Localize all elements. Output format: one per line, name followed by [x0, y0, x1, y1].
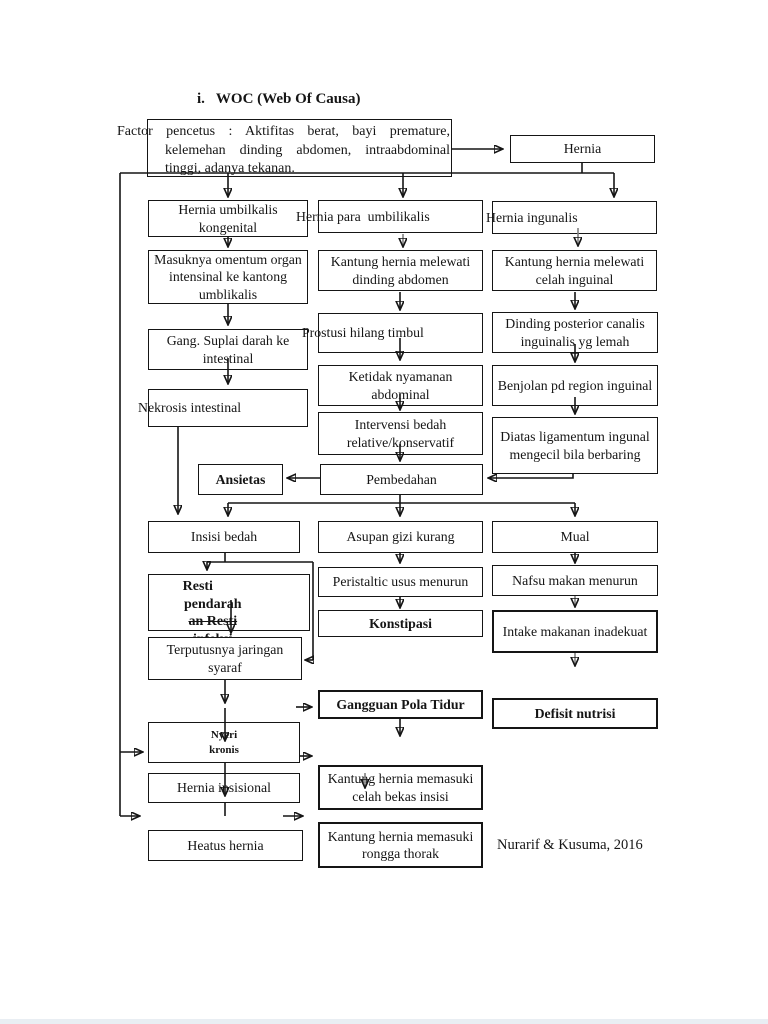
- node-defisit-nutrisi: Defisit nutrisi: [492, 698, 658, 729]
- node-intake-makanan-inadekuat: Intake makanan inadekuat: [492, 610, 658, 653]
- factor-pencetus-text: Factor pencetus : Aktifitas berat, bayi …: [117, 124, 450, 176]
- node-factor-pencetus: [147, 119, 452, 177]
- node-dinding-posterior: Dinding posterior canalis inguinalis yg …: [492, 312, 658, 353]
- node-nafsu-makan-menurun: Nafsu makan menurun: [492, 565, 658, 596]
- node-gangguan-pola-tidur: Gangguan Pola Tidur: [318, 690, 483, 719]
- node-ansietas: Ansietas: [198, 464, 283, 495]
- resti-line-3: an Resti: [188, 614, 238, 629]
- page-title: i. WOC (Web Of Causa): [197, 91, 361, 107]
- node-asupan-gizi-kurang: Asupan gizi kurang: [318, 521, 483, 553]
- node-hernia-para-umbilikalis: Hernia para umbilikalis: [296, 200, 483, 233]
- node-hernia-insisional: Hernia insisional: [148, 773, 300, 803]
- node-heatus-hernia: Heatus hernia: [148, 830, 303, 861]
- resti-line-1: Resti: [182, 579, 213, 594]
- node-diatas-ligamentum: Diatas ligamentum ingunal mengecil bila …: [492, 417, 658, 474]
- node-hernia: Hernia: [510, 135, 655, 163]
- citation: Nurarif & Kusuma, 2016: [497, 837, 643, 853]
- node-peristaltic-usus-menurun: Peristaltic usus menurun: [318, 567, 483, 597]
- node-prostusi-hilang-timbul: Prostusi hilang timbul: [302, 313, 483, 353]
- node-kantung-melewati-dinding: Kantung hernia melewati dinding abdomen: [318, 250, 483, 291]
- node-gang-suplai-darah: Gang. Suplai darah ke intestinal: [148, 329, 308, 370]
- node-benjolan-region-inguinal: Benjolan pd region inguinal: [492, 365, 658, 406]
- node-kantung-celah-bekas-insisi: Kantung hernia memasuki celah bekas insi…: [318, 765, 483, 810]
- node-insisi-bedah: Insisi bedah: [148, 521, 300, 553]
- node-hernia-umbilkalis-kongenital: Hernia umbilkalis kongenital: [148, 200, 308, 237]
- node-hernia-ingunalis: Hernia ingunalis: [486, 201, 657, 234]
- resti-line-2: pendarah: [184, 596, 242, 612]
- node-intervensi-bedah: Intervensi bedah relative/konservatif: [318, 412, 483, 455]
- node-nyeri-kronis: Nyeri kronis: [148, 722, 300, 763]
- node-pembedahan: Pembedahan: [320, 464, 483, 495]
- page-bottom-edge: [0, 1019, 768, 1024]
- node-kantung-rongga-thorak: Kantung hernia memasuki rongga thorak: [318, 822, 483, 868]
- node-ketidak-nyamanan: Ketidak nyamanan abdominal: [318, 365, 483, 406]
- node-kantung-melewati-celah: Kantung hernia melewati celah inguinal: [492, 250, 657, 291]
- node-mual: Mual: [492, 521, 658, 553]
- node-nekrosis-intestinal: Nekrosis intestinal: [138, 389, 308, 427]
- node-konstipasi: Konstipasi: [318, 610, 483, 637]
- node-terputusnya-jaringan-syaraf: Terputusnya jaringan syaraf: [148, 637, 302, 680]
- node-masuknya-omentum: Masuknya omentum organ intensinal ke kan…: [148, 250, 308, 304]
- node-resti-pendarahan-resti-infeksi: Resti pendarah an Resti infeksi: [148, 574, 310, 647]
